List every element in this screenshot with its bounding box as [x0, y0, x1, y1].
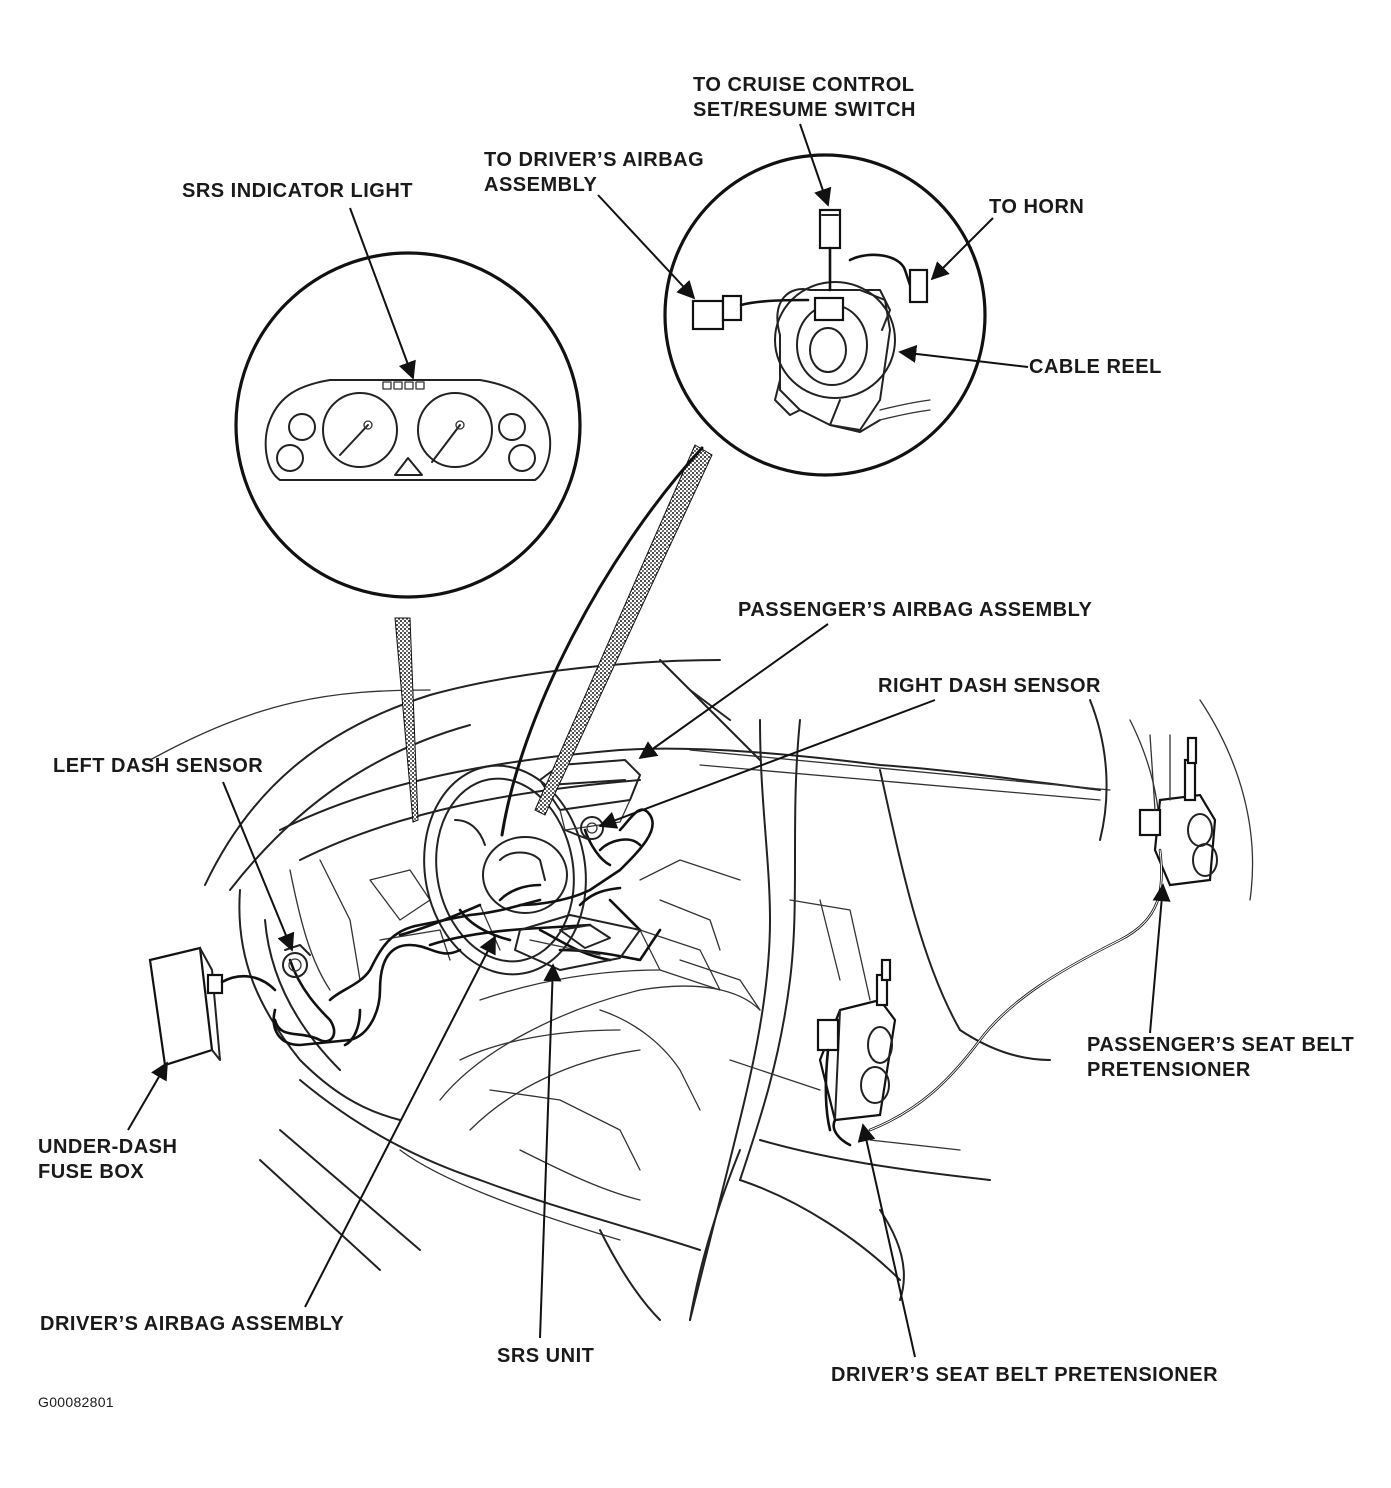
srs-indicator-lamps [382, 381, 425, 390]
instrument-cluster-inset [234, 251, 582, 823]
steering-wheel [423, 764, 591, 976]
label-left-dash-sensor: LEFT DASH SENSOR [53, 755, 263, 777]
callout-labels: SRS INDICATOR LIGHT TO DRIVER’S AIRBAG A… [38, 74, 1354, 1410]
cable-reel-inset [500, 153, 987, 837]
under-dash-fuse-box [148, 946, 277, 1067]
cruise-switch-connector [813, 208, 845, 322]
leader-drivers-pretensioner [857, 1123, 916, 1358]
srs-wiring-harness [272, 808, 662, 1047]
right-dash-sensor [580, 816, 604, 840]
label-under-dash-1: UNDER-DASH [38, 1136, 177, 1158]
drivers-airbag-connector [691, 294, 810, 331]
vehicle-interior-outline [149, 659, 1254, 1321]
label-under-dash-2: FUSE BOX [38, 1161, 144, 1183]
label-srs-indicator-light: SRS INDICATOR LIGHT [182, 180, 413, 202]
label-right-dash-sensor: RIGHT DASH SENSOR [878, 675, 1101, 697]
srs-unit-module [514, 914, 641, 971]
leader-passengers-pretensioner [1149, 883, 1171, 1034]
figure-code: G00082801 [38, 1394, 114, 1410]
leader-passengers-airbag [638, 623, 829, 760]
left-dash-sensor [282, 944, 311, 978]
label-drivers-pretensioner: DRIVER’S SEAT BELT PRETENSIONER [831, 1364, 1218, 1386]
leader-to-horn [930, 217, 994, 281]
leader-under-dash [127, 1061, 168, 1131]
label-to-drivers-airbag-2: ASSEMBLY [484, 174, 597, 196]
label-srs-unit: SRS UNIT [497, 1345, 594, 1367]
label-passengers-airbag: PASSENGER’S AIRBAG ASSEMBLY [738, 599, 1092, 621]
leader-srs-indicator [349, 207, 416, 380]
passengers-seat-belt-pretensioner [868, 734, 1218, 1132]
leader-right-dash-sensor [598, 699, 936, 829]
label-to-horn: TO HORN [989, 196, 1084, 218]
leader-to-drivers-airbag [597, 194, 696, 300]
label-drivers-airbag: DRIVER’S AIRBAG ASSEMBLY [40, 1313, 344, 1335]
label-passengers-pretensioner-2: PRETENSIONER [1087, 1059, 1251, 1081]
leader-to-cruise [799, 123, 832, 207]
leader-left-dash-sensor [222, 781, 295, 952]
leader-cable-reel [898, 344, 1029, 368]
label-to-cruise-2: SET/RESUME SWITCH [693, 99, 916, 121]
label-cable-reel: CABLE REEL [1029, 356, 1162, 378]
label-to-drivers-airbag-1: TO DRIVER’S AIRBAG [484, 149, 704, 171]
drivers-seat-belt-pretensioner [816, 958, 897, 1147]
leader-srs-unit [539, 963, 562, 1339]
leader-drivers-airbag [304, 935, 496, 1308]
label-to-cruise-1: TO CRUISE CONTROL [693, 74, 914, 96]
label-passengers-pretensioner-1: PASSENGER’S SEAT BELT [1087, 1034, 1354, 1056]
leader-lines [127, 123, 1171, 1358]
horn-connector [848, 253, 929, 304]
